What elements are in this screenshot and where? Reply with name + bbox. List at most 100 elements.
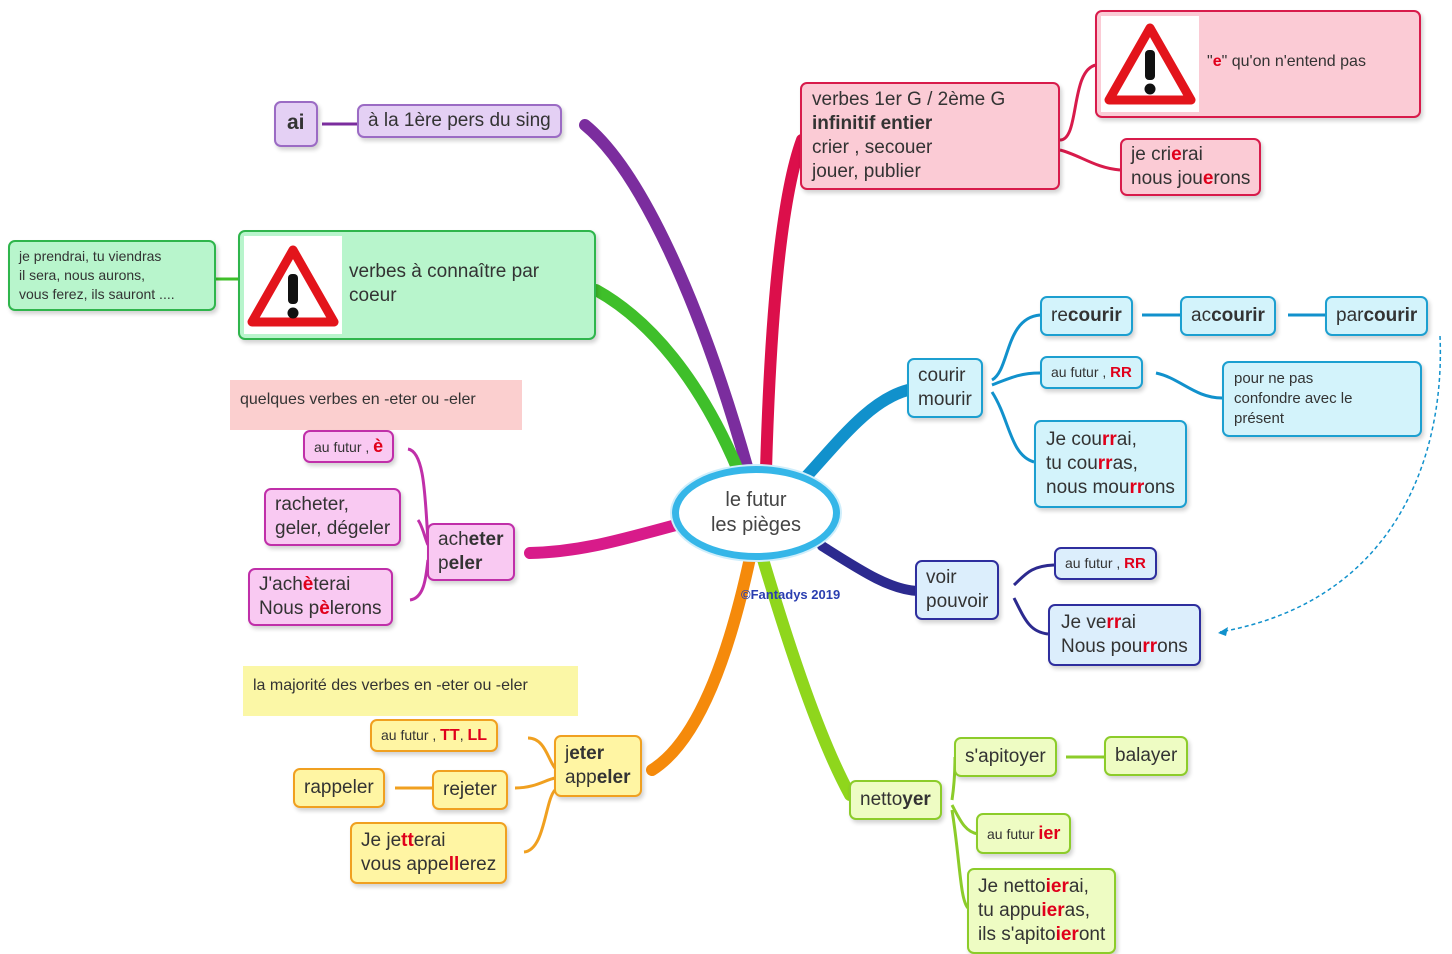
silent-e-letter: e <box>1212 53 1222 70</box>
node-acheter-peler[interactable]: acheter peler <box>427 523 515 581</box>
node-verbs-by-heart[interactable]: verbes à connaître par coeur <box>238 230 596 340</box>
parcourir-root: courir <box>1363 305 1418 326</box>
jeter-tag-tt: TT <box>440 727 460 744</box>
ex-jouer-c: rons <box>1213 168 1251 189</box>
ex-courir-b: rr <box>1101 429 1117 450</box>
node-nettoyer[interactable]: nettoyer <box>849 780 942 820</box>
node-courir-note[interactable]: pour ne pas confondre avec le présent <box>1222 361 1422 437</box>
ex-jeter-b: tt <box>401 830 414 851</box>
ex-mourir-c: ons <box>1144 477 1175 498</box>
ex-crier-c: rai <box>1181 144 1203 165</box>
node-rappeler[interactable]: rappeler <box>293 768 385 808</box>
eter-tag-prefix: au futur , <box>314 439 370 455</box>
node-silent-e-warning[interactable]: "e" qu'on n'entend pas <box>1095 10 1421 118</box>
node-voir-example[interactable]: Je verrai Nous pourrons <box>1048 604 1201 666</box>
node-parcourir[interactable]: parcourir <box>1325 296 1429 336</box>
jeter-tag-sep: , <box>459 727 464 743</box>
ex-peler-c: lerons <box>329 598 382 619</box>
node-jeter-appeler[interactable]: jeter appeler <box>554 735 642 797</box>
courir-note-1: pour ne pas <box>1234 370 1314 387</box>
courir-tag-prefix: au futur , <box>1051 364 1107 380</box>
first-group-line-3: crier , secouer <box>812 137 933 158</box>
parcourir-prefix: par <box>1336 305 1364 326</box>
eter-tag-letter: è <box>373 436 384 456</box>
jeter-ending: eter <box>569 743 605 764</box>
ex-jeter-a: Je je <box>361 830 402 851</box>
ex-courir2-c: as, <box>1112 453 1138 474</box>
ex-acheter-c: terai <box>313 574 351 595</box>
node-balayer[interactable]: balayer <box>1104 736 1189 776</box>
node-jeter-example[interactable]: Je jetterai vous appellerez <box>350 822 508 884</box>
ex-peler-b: è <box>319 598 330 619</box>
jeter-tag-prefix: au futur , <box>381 727 437 743</box>
ex-courir-a: Je cou <box>1046 429 1102 450</box>
node-eter-grave-tag[interactable]: au futur , è <box>303 430 395 463</box>
courir-note-3: présent <box>1234 410 1285 427</box>
ex-appuyer-b: ier <box>1041 900 1065 921</box>
node-first-group-example[interactable]: je crierai nous jouerons <box>1120 138 1262 196</box>
ex-nettoyer-a: Je netto <box>978 876 1046 897</box>
node-nettoyer-tag[interactable]: au futur ier <box>976 813 1072 854</box>
courir-label: courir <box>918 365 966 386</box>
node-rejeter[interactable]: rejeter <box>432 770 508 810</box>
node-first-person-singular[interactable]: à la 1ère pers du sing <box>357 104 562 138</box>
node-irregular-examples[interactable]: je prendrai, tu viendras il sera, nous a… <box>8 240 216 311</box>
first-group-line-1: verbes 1er G / 2ème G <box>812 89 1006 110</box>
ex-crier-b: e <box>1171 144 1182 165</box>
silent-e-text: " qu'on n'entend pas <box>1221 53 1366 70</box>
node-voir-tag[interactable]: au futur , RR <box>1054 547 1157 580</box>
first-group-line-4: jouer, publier <box>812 161 921 182</box>
eter-list-1: racheter, <box>275 494 349 515</box>
ex-peler-a: Nous p <box>259 598 320 619</box>
node-apitoyer[interactable]: s'apitoyer <box>954 737 1057 777</box>
node-courir-example[interactable]: Je courrai, tu courras, nous mourrons <box>1034 420 1187 508</box>
node-voir-pouvoir[interactable]: voir pouvoir <box>915 560 1000 620</box>
acheter-stem: ach <box>438 529 469 550</box>
appeler-ending: eler <box>596 767 631 788</box>
ex-apitoyer-a: ils s'apito <box>978 924 1056 945</box>
warning-icon <box>244 236 342 334</box>
jeter-majority-title: la majorité des verbes en -eter ou -eler <box>243 666 578 716</box>
central-topic[interactable]: le futur les pièges <box>672 466 840 560</box>
ex-courir2-b: rr <box>1097 453 1113 474</box>
ex-crier-a: je cri <box>1131 144 1172 165</box>
ex-pouvoir-a: Nous pou <box>1061 636 1143 657</box>
irregular-example-3: vous ferez, ils sauront .... <box>19 286 175 302</box>
node-first-second-group[interactable]: verbes 1er G / 2ème G infinitif entier c… <box>800 82 1060 190</box>
ex-appuyer-a: tu appu <box>978 900 1042 921</box>
ex-courir-c: ai, <box>1116 429 1137 450</box>
nettoyer-tag-ier: ier <box>1038 823 1061 843</box>
node-courir-tag[interactable]: au futur , RR <box>1040 356 1143 389</box>
ex-appeler-c: erez <box>459 854 497 875</box>
mourir-label: mourir <box>918 389 972 410</box>
courir-tag-rr: RR <box>1110 364 1132 381</box>
node-acheter-example[interactable]: J'achèterai Nous pèlerons <box>248 568 393 626</box>
ex-voir-b: rr <box>1106 612 1122 633</box>
ex-acheter-b: è <box>302 574 314 595</box>
eter-list-2: geler, dégeler <box>275 518 391 539</box>
irregular-example-1: je prendrai, tu viendras <box>19 248 162 264</box>
ex-jeter-c: erai <box>413 830 446 851</box>
recourir-root: courir <box>1067 305 1122 326</box>
ex-acheter-a: J'ach <box>259 574 303 595</box>
node-recourir[interactable]: recourir <box>1040 296 1133 336</box>
courir-note-2: confondre avec le <box>1234 390 1353 407</box>
node-courir-mourir[interactable]: courir mourir <box>907 358 983 418</box>
node-jeter-tag[interactable]: au futur , TT, LL <box>370 719 499 752</box>
accourir-prefix: ac <box>1191 305 1212 326</box>
ex-mourir-b: rr <box>1129 477 1145 498</box>
copyright-credit: ©Fantadys 2019 <box>741 587 841 602</box>
verbs-by-heart-line-2: coeur <box>349 285 397 306</box>
pouvoir-label: pouvoir <box>926 591 989 612</box>
node-eter-list[interactable]: racheter, geler, dégeler <box>264 488 402 546</box>
node-nettoyer-example[interactable]: Je nettoierai, tu appuieras, ils s'apito… <box>967 868 1117 954</box>
node-accourir[interactable]: accourir <box>1180 296 1276 336</box>
nettoyer-ending: yer <box>902 789 931 810</box>
ex-pouvoir-b: rr <box>1142 636 1158 657</box>
ex-jouer-a: nous jou <box>1131 168 1203 189</box>
accourir-root: courir <box>1211 305 1265 326</box>
node-ai[interactable]: ai <box>274 101 318 147</box>
nettoyer-stem: netto <box>860 789 903 810</box>
verbs-by-heart-line-1: verbes à connaître par <box>349 261 540 282</box>
ex-jouer-b: e <box>1202 168 1214 189</box>
